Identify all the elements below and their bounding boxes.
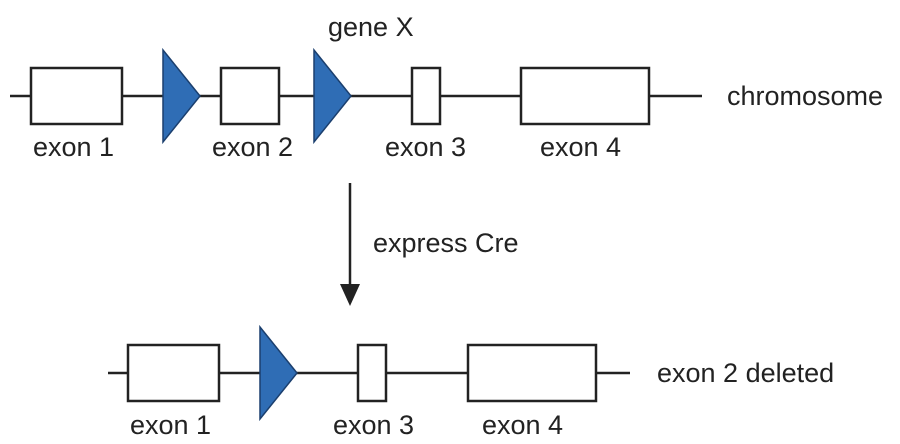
loxp-site-remaining-icon [259, 324, 298, 422]
gene-label: gene X [328, 12, 414, 42]
exon-3-box [410, 66, 442, 126]
express-cre-label: express Cre [373, 228, 519, 258]
loxp-site-1-icon [162, 47, 201, 145]
exon-3-label: exon 3 [385, 132, 466, 162]
chromosome-track: gene X chromosome exon 1 exon 2 exon 3 e… [10, 12, 883, 162]
chromosome-label: chromosome [727, 81, 883, 111]
exon-1-box [29, 66, 124, 126]
loxp-site-2-icon [313, 47, 352, 145]
exon-2-label: exon 2 [212, 132, 293, 162]
deleted-exon-3-box [356, 343, 388, 403]
deleted-exon-4-box [466, 343, 598, 403]
exon-2-box [219, 66, 281, 126]
deleted-exon-1-box [126, 343, 221, 403]
exon-1-label: exon 1 [33, 132, 114, 162]
deleted-exon-1-label: exon 1 [130, 410, 211, 440]
exon-4-box [519, 66, 651, 126]
deleted-track: exon 2 deleted exon 1 exon 3 exon 4 [108, 324, 834, 440]
exon-4-label: exon 4 [540, 132, 621, 162]
deleted-exon-4-label: exon 4 [482, 410, 563, 440]
deleted-track-label: exon 2 deleted [657, 358, 834, 388]
deleted-exon-3-label: exon 3 [333, 410, 414, 440]
cre-arrow: express Cre [340, 183, 519, 306]
arrow-head-icon [340, 284, 360, 306]
